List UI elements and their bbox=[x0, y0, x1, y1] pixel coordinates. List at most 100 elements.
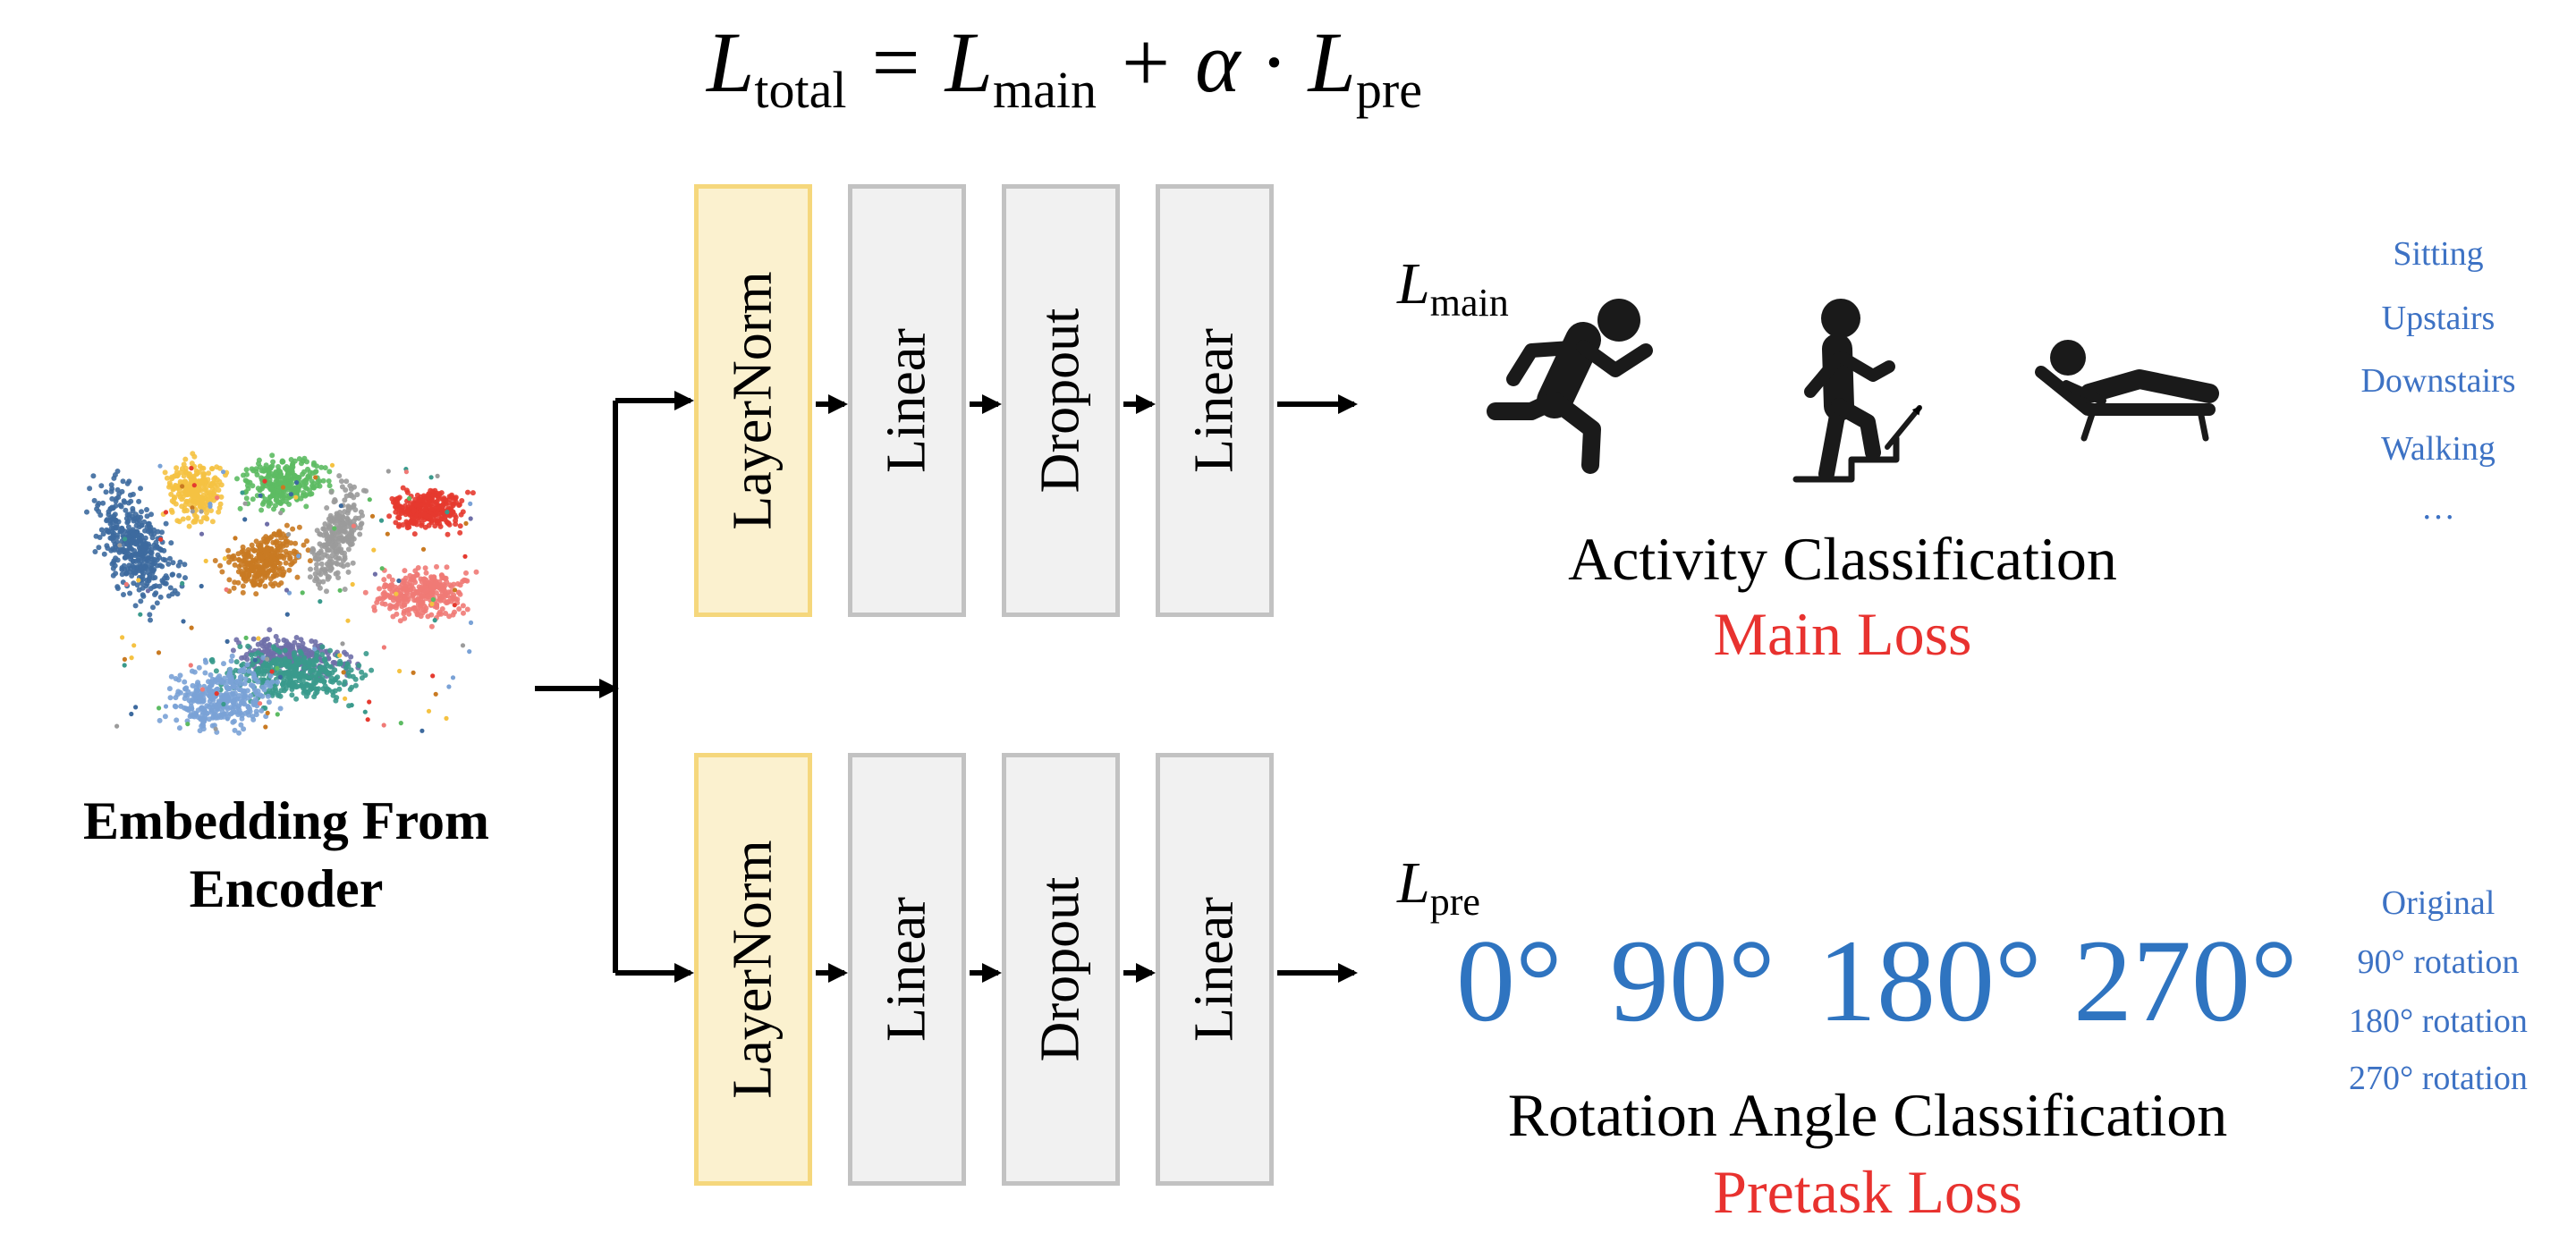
scatter-point bbox=[282, 647, 288, 654]
scatter-point bbox=[225, 547, 232, 553]
scatter-point bbox=[162, 469, 168, 476]
main-linear2-label: Linear bbox=[1183, 328, 1245, 473]
scatter-point bbox=[230, 719, 236, 725]
scatter-point bbox=[310, 683, 317, 689]
scatter-point bbox=[182, 508, 188, 514]
scatter-point bbox=[468, 501, 473, 507]
formula-dot: · bbox=[1259, 14, 1289, 110]
formula-equals: = bbox=[871, 14, 920, 110]
lying-person-icon bbox=[2035, 340, 2219, 442]
scatter-point bbox=[289, 469, 295, 475]
scatter-point bbox=[330, 692, 336, 698]
scatter-point bbox=[371, 547, 377, 553]
scatter-point bbox=[337, 525, 343, 530]
scatter-point bbox=[114, 535, 120, 541]
scatter-point bbox=[288, 562, 294, 568]
scatter-point bbox=[386, 513, 393, 520]
scatter-point bbox=[240, 490, 245, 495]
scatter-point bbox=[169, 476, 175, 482]
scatter-point bbox=[221, 701, 226, 707]
scatter-point bbox=[259, 501, 266, 507]
scatter-point bbox=[401, 608, 407, 614]
scatter-point bbox=[208, 508, 214, 513]
scatter-point bbox=[284, 522, 290, 528]
scatter-point bbox=[265, 680, 271, 686]
scatter-point bbox=[398, 721, 403, 726]
scatter-point bbox=[411, 518, 417, 524]
scatter-point bbox=[213, 668, 219, 674]
scatter-point bbox=[267, 477, 273, 483]
scatter-point bbox=[403, 469, 409, 475]
pre-layernorm-block: LayerNorm bbox=[694, 753, 812, 1186]
scatter-point bbox=[114, 586, 121, 591]
pre-dropout-block: Dropout bbox=[1002, 753, 1120, 1186]
scatter-point bbox=[453, 521, 459, 528]
scatter-point bbox=[174, 465, 180, 471]
scatter-point bbox=[439, 594, 445, 600]
scatter-point bbox=[311, 694, 318, 700]
scatter-point bbox=[242, 680, 248, 687]
scatter-point bbox=[345, 618, 351, 623]
scatter-point bbox=[275, 638, 281, 644]
scatter-point bbox=[448, 584, 454, 589]
branch-arrows bbox=[535, 391, 694, 983]
scatter-point bbox=[344, 562, 351, 568]
scatter-point bbox=[108, 482, 114, 488]
scatter-point bbox=[265, 693, 271, 699]
scatter-point bbox=[411, 531, 418, 537]
scatter-point bbox=[379, 600, 386, 606]
scatter-point bbox=[217, 562, 224, 569]
scatter-point bbox=[315, 556, 321, 562]
scatter-point bbox=[225, 638, 230, 645]
scatter-point bbox=[253, 538, 259, 545]
scatter-point bbox=[124, 520, 131, 526]
scatter-point bbox=[211, 488, 217, 494]
scatter-point bbox=[429, 601, 435, 607]
scatter-point bbox=[338, 478, 344, 485]
scatter-point bbox=[195, 499, 201, 505]
scatter-point bbox=[96, 501, 102, 506]
scatter-point bbox=[136, 537, 142, 542]
scatter-point bbox=[422, 506, 428, 512]
scatter-point bbox=[104, 527, 110, 533]
scatter-point bbox=[232, 562, 238, 568]
scatter-point bbox=[295, 655, 301, 662]
scatter-point bbox=[349, 703, 354, 708]
scatter-point bbox=[146, 576, 152, 582]
scatter-point bbox=[352, 507, 359, 513]
scatter-point bbox=[160, 579, 166, 586]
scatter-point bbox=[294, 574, 301, 580]
scatter-point bbox=[226, 577, 233, 583]
scatter-point bbox=[84, 509, 89, 515]
scatter-point bbox=[176, 725, 182, 731]
scatter-point bbox=[166, 686, 173, 692]
main-task-title: Activity Classification bbox=[1568, 525, 2117, 593]
scatter-point bbox=[245, 486, 251, 492]
scatter-point bbox=[386, 469, 391, 474]
scatter-point bbox=[313, 475, 318, 480]
scatter-point bbox=[114, 524, 120, 530]
formula-lhs-var: L bbox=[707, 14, 755, 110]
scatter-point bbox=[163, 510, 169, 515]
scatter-point bbox=[328, 489, 335, 495]
scatter-point bbox=[464, 578, 470, 584]
scatter-point bbox=[178, 703, 184, 709]
scatter-point bbox=[314, 689, 320, 695]
scatter-point bbox=[314, 649, 320, 655]
scatter-point bbox=[359, 675, 365, 681]
scatter-point bbox=[440, 503, 445, 509]
scatter-point bbox=[156, 650, 162, 655]
scatter-point bbox=[226, 559, 232, 565]
scatter-point bbox=[343, 478, 350, 485]
scatter-point bbox=[279, 459, 285, 465]
scatter-point bbox=[390, 499, 396, 505]
scatter-point bbox=[411, 507, 417, 513]
scatter-point bbox=[261, 668, 267, 674]
scatter-point bbox=[123, 541, 130, 546]
scatter-point bbox=[189, 461, 195, 467]
scatter-point bbox=[284, 474, 291, 480]
scatter-point bbox=[221, 711, 227, 717]
scatter-point bbox=[135, 556, 141, 562]
scatter-point bbox=[240, 571, 246, 578]
scatter-point bbox=[214, 691, 219, 697]
